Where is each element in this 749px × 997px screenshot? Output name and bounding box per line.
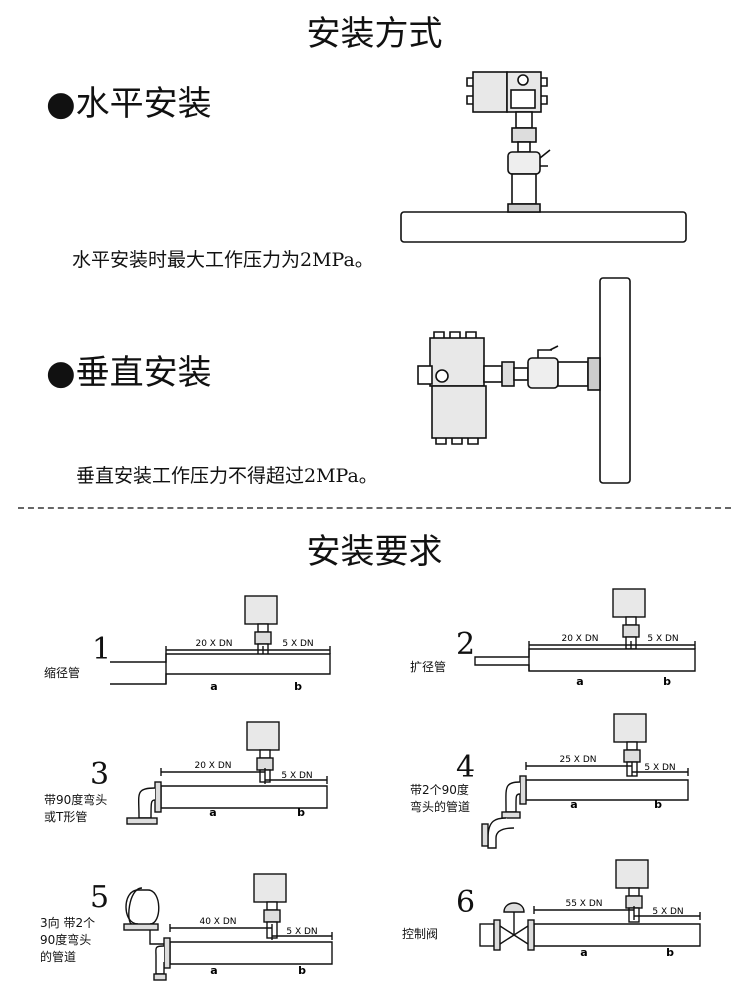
case-5-label: 3向 带2个 90度弯头 的管道 [40,916,96,964]
requirements-title: 安装要求 [306,532,443,572]
case-5-number: 5 [90,880,110,915]
horizontal-install-note: 水平安装时最大工作压力为2MPa。 [72,249,374,271]
vertical-pipe [599,277,631,484]
case-6-downstream-dimension: 5 X DN [652,907,683,917]
case-5-downstream-dimension: 5 X DN [286,927,317,937]
page-title: 安装方式 [306,14,443,54]
case-2-label: 扩径管 [410,660,447,674]
case-2-label-b: b [663,675,671,688]
valve-icon [527,357,559,389]
transmitter-icon [466,71,548,113]
horizontal-install-illustration [400,71,687,243]
case-3-upstream-dimension: 20 X DN [194,761,231,771]
case-1-number: 1 [92,632,112,667]
case-1-diagram: 20 X DN 5 X DN a b [110,595,331,693]
horizontal-install-heading: ●水平安装 [46,84,212,124]
transmitter-icon [417,331,487,445]
case-2-diagram: 20 X DN 5 X DN a b [474,588,696,688]
case-4-downstream-dimension: 5 X DN [644,763,675,773]
case-2-downstream-dimension: 5 X DN [647,634,678,644]
elbow-icon [505,781,521,813]
valve-icon [507,151,541,175]
case-4-label-a: a [570,798,577,811]
straight-pipe [160,785,328,809]
case-4-label: 带2个90度 弯头的管道 [410,783,471,814]
case-2-label-a: a [576,675,583,688]
case-6-label-a: a [580,946,587,959]
case-3-label: 带90度弯头 或T形管 [44,793,108,824]
case-3-downstream-dimension: 5 X DN [281,771,312,781]
case-4-number: 4 [456,750,476,785]
case-5-upstream-dimension: 40 X DN [199,917,236,927]
case-1-downstream-dimension: 5 X DN [282,639,313,649]
case-1-label: 缩径管 [44,666,81,680]
section-divider [18,507,731,509]
vertical-install-heading: ●垂直安装 [46,353,212,393]
case-5-label-b: b [298,964,306,977]
case-4-upstream-dimension: 25 X DN [559,755,596,765]
elbow-icon-2 [487,817,515,849]
case-6-label: 控制阀 [402,927,439,941]
case-3-number: 3 [90,757,110,792]
case-2-upstream-dimension: 20 X DN [561,634,598,644]
case-4-diagram: 25 X DN 5 X DN a b [481,713,689,849]
vertical-install-illustration [417,277,631,484]
case-3-diagram: 20 X DN 5 X DN a b [126,721,328,825]
case-6-label-b: b [666,946,674,959]
case-6-diagram: 55 X DN 5 X DN a b [479,859,701,959]
elbow-icon [137,787,156,819]
case-4-label-b: b [654,798,662,811]
case-1-upstream-dimension: 20 X DN [195,639,232,649]
case-5-diagram: 40 X DN 5 X DN a b [123,873,333,981]
case-2-number: 2 [456,627,476,662]
horizontal-pipe [400,211,687,243]
u-bend-icon [125,889,160,925]
case-6-upstream-dimension: 55 X DN [565,899,602,909]
case-6-number: 6 [456,885,476,920]
case-5-label-a: a [210,964,217,977]
case-1-label-a: a [210,680,217,693]
case-1-label-b: b [294,680,302,693]
case-3-label-a: a [209,806,216,819]
vertical-install-note: 垂直安装工作压力不得超过2MPa。 [76,465,378,487]
case-3-label-b: b [297,806,305,819]
